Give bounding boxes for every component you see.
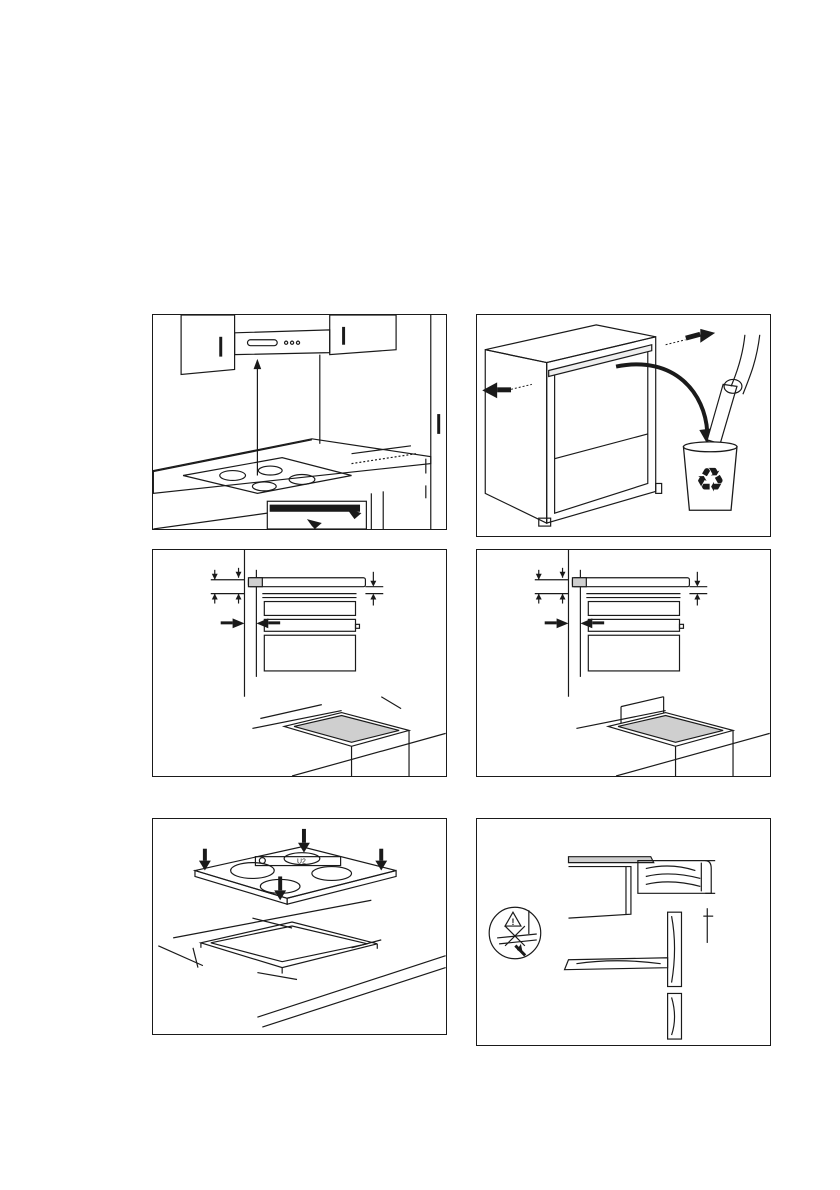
cutout-illustration-b (477, 550, 770, 776)
figure-hob-insert: U2 (152, 818, 447, 1035)
recycle-icon: ♻ (695, 460, 725, 499)
hob-installation-illustration (153, 315, 446, 529)
figure-worktop-warning: ! (476, 818, 771, 1046)
figure-cabinet-recycle: ♻ (476, 314, 771, 537)
recycle-bin: ♻ (683, 442, 737, 510)
figure-hob-above-cabinet (152, 314, 447, 530)
cutout-illustration-a (153, 550, 446, 776)
hob-plate-mark: U2 (297, 859, 306, 866)
worktop-warning-illustration: ! (477, 819, 770, 1045)
svg-text:!: ! (511, 917, 514, 927)
figure-cutout-dimensions-a (152, 549, 447, 777)
hob-insert-illustration: U2 (153, 819, 446, 1034)
cabinet-recycle-illustration: ♻ (477, 315, 770, 536)
figure-cutout-dimensions-b (476, 549, 771, 777)
press-down-arrows (199, 829, 387, 900)
